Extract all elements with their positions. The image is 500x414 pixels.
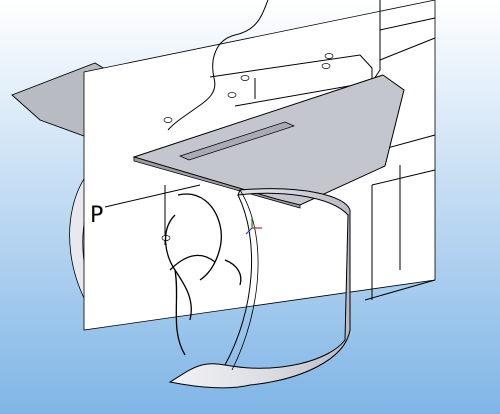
propeller-blade-4 (169, 254, 216, 271)
plate-slot (179, 121, 295, 161)
nozzle-inner-edge-2 (231, 189, 259, 371)
propeller[interactable] (164, 193, 242, 356)
triad-z-axis (245, 227, 253, 235)
waterline-2 (379, 17, 436, 31)
propeller-blade-2 (164, 214, 192, 321)
nozzle-ring[interactable] (168, 188, 351, 389)
propeller-blade-1 (177, 193, 222, 281)
bolt-holes (161, 53, 369, 241)
hull-contour (167, 0, 269, 131)
section-label-p: P (90, 203, 103, 228)
baseline (364, 279, 436, 301)
triad-icon (245, 218, 262, 235)
waterline-4 (371, 169, 436, 186)
nozzle-inner-edge (224, 194, 253, 366)
waterline-1 (379, 37, 436, 61)
propeller-hub (224, 259, 242, 286)
flange-outline (209, 54, 373, 107)
section-line-p (104, 184, 201, 208)
propeller-blade-3 (174, 269, 186, 356)
